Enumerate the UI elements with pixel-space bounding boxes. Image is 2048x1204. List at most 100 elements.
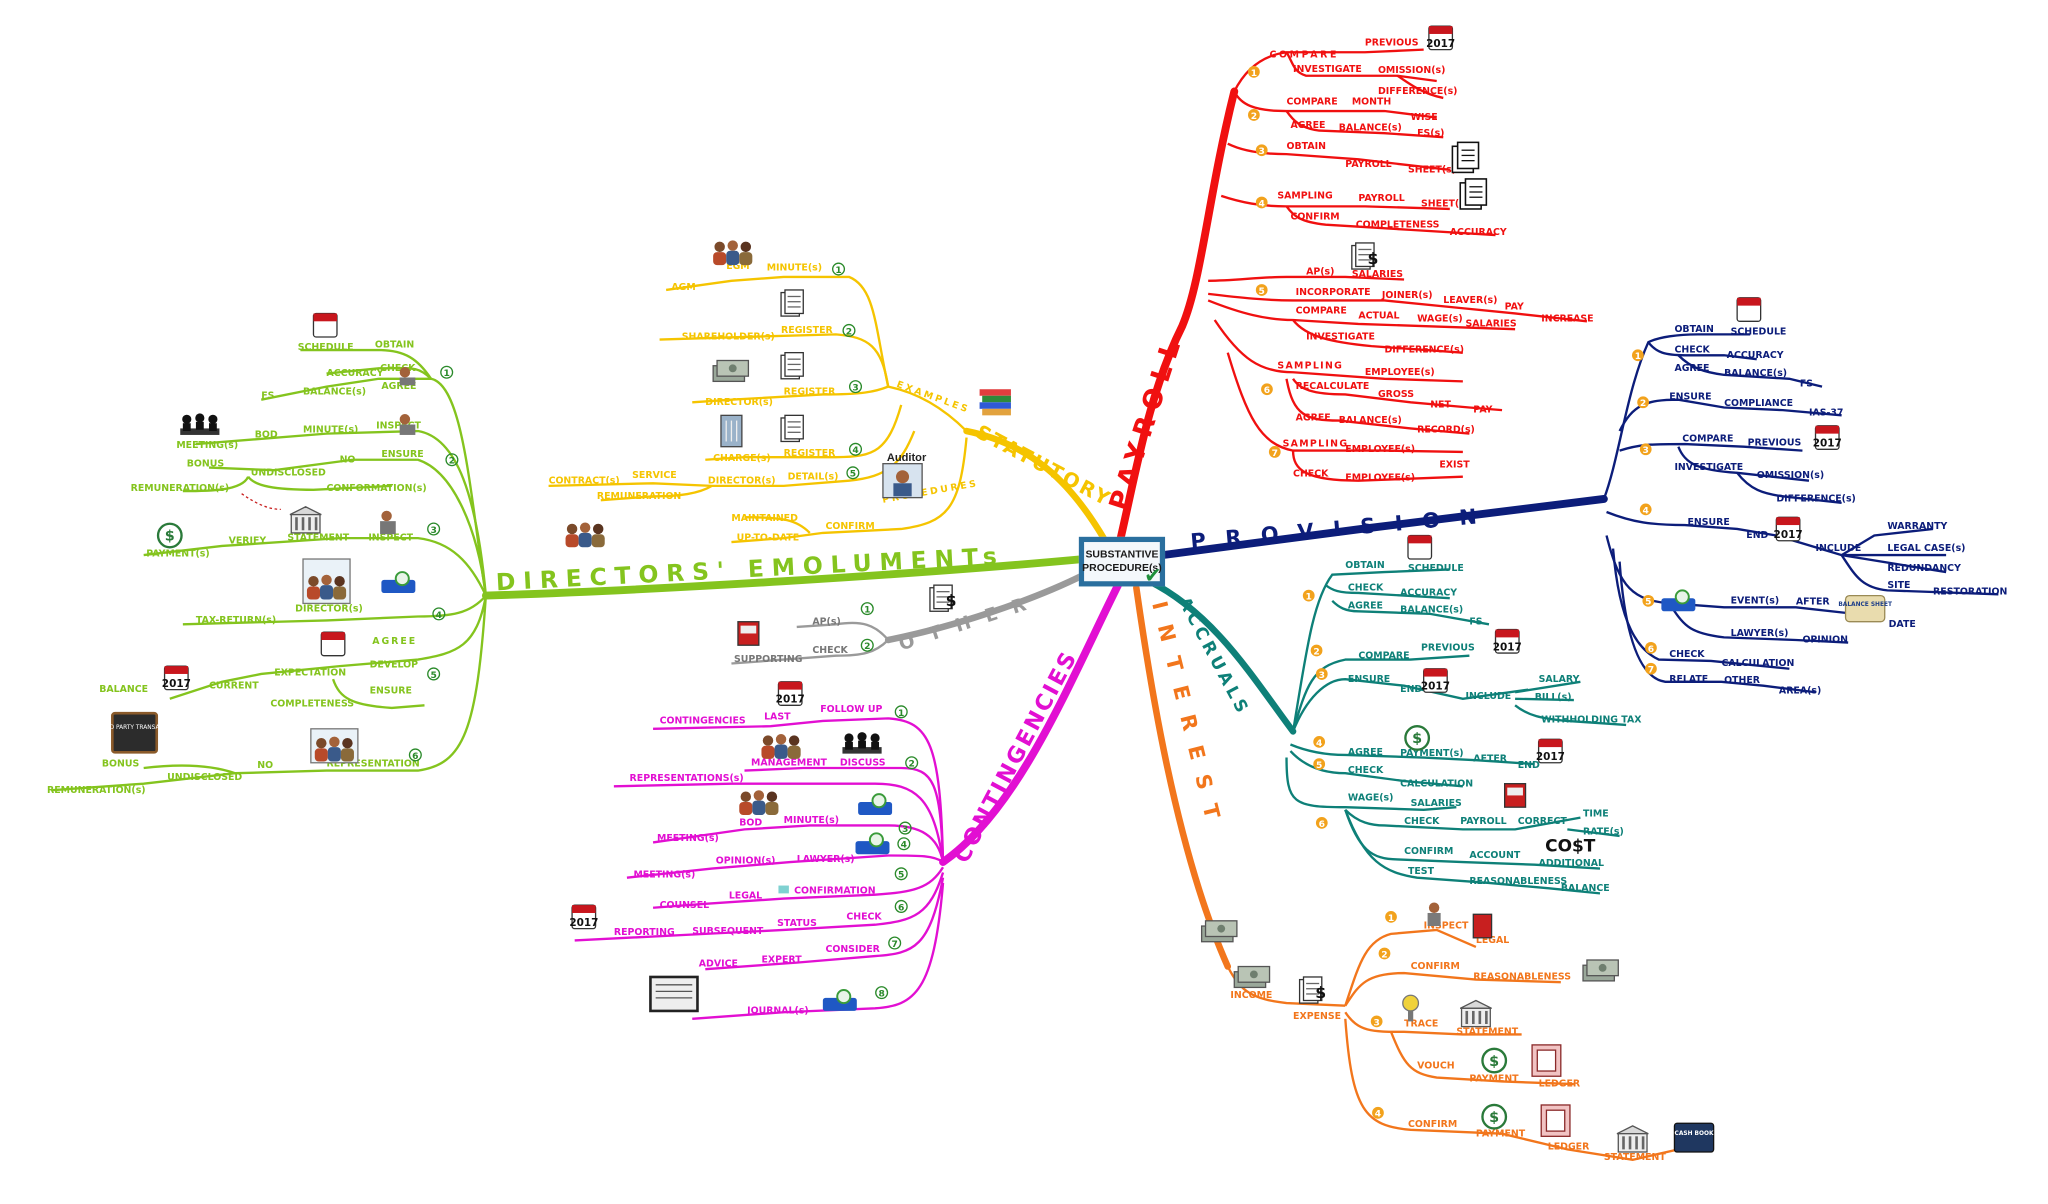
label: CONFIRMATION (794, 885, 876, 896)
label: GROSS (1378, 389, 1414, 400)
step-number: 3 (1643, 446, 1649, 456)
calendar-year: 2017 (569, 917, 598, 929)
central-topic-line2: PROCEDURE(s) (1082, 561, 1162, 574)
payroll-title: PAYROLL (1104, 330, 1189, 514)
label: RECORD(s) (1417, 424, 1475, 435)
accruals-numbers: 1 2 3 4 5 6 (1302, 589, 1328, 830)
label: REPRESENTATION (327, 759, 420, 770)
label: ENSURE (1669, 392, 1711, 403)
dollar-document-icon: $ (929, 584, 957, 612)
label: EVENT(s) (1731, 595, 1780, 606)
statutory-icons: Auditor (712, 240, 1011, 499)
label: SHEET(s) (1421, 198, 1469, 209)
label: OMISSION(s) (1378, 65, 1445, 76)
step-number: 2 (1381, 950, 1387, 960)
label: BALANCE(s) (1339, 123, 1402, 134)
label: SERVICE (632, 470, 676, 481)
review-icon (854, 832, 891, 856)
auditor-icon (882, 463, 923, 499)
label: REMUNERATION(s) (131, 483, 230, 494)
contingencies-labels: CONTINGENCIES LAST FOLLOW UP MANAGEMENT … (614, 704, 886, 1017)
step-number: 2 (449, 457, 455, 467)
statutory-subbranches (548, 275, 968, 544)
label: RECALCULATE (1296, 381, 1370, 392)
checkmark-icon: ✔ (1144, 562, 1162, 588)
label: REASONABLENESS (1469, 876, 1567, 887)
label: CALCULATION (1400, 778, 1473, 789)
payroll-machine-icon (1503, 783, 1527, 808)
balance-sheet-icon: BALANCE SHEET (1838, 594, 1892, 623)
label: TRACE (1404, 1019, 1438, 1030)
statutory-numbers: 1 2 3 4 5 (831, 262, 863, 480)
label: AFTER (1796, 597, 1831, 608)
label: PAY (1505, 302, 1524, 313)
label: DEVELOP (370, 659, 419, 670)
other-subbranches (731, 621, 890, 665)
label: SCHEDULE (1731, 326, 1787, 337)
label: END (1746, 530, 1768, 541)
related-party-board-icon: RELATED PARTY TRANSACTIONS (88, 711, 182, 754)
step-number: 4 (901, 841, 907, 851)
label: COMPARE (1296, 305, 1347, 316)
interest-labels: INCOME EXPENSE INSPECT LEGAL CONFIRM REA… (1230, 921, 1666, 1163)
register-document-icon (780, 289, 804, 317)
label: UP-TO-DATE (737, 533, 799, 544)
label: AGREE (1348, 601, 1383, 612)
register-document-icon (780, 414, 804, 443)
label: BOD (255, 430, 278, 441)
interest-numbers: 1 2 3 4 (1370, 911, 1397, 1120)
statutory-branch (963, 427, 1107, 542)
label: INCOME (1230, 990, 1272, 1001)
label: DIFFERENCE(s) (1378, 86, 1458, 97)
label: MANAGEMENT (751, 757, 827, 768)
label: SALARIES (1352, 269, 1403, 280)
step-number: 1 (1251, 69, 1257, 79)
label: ACCURACY (1727, 350, 1784, 361)
label: CHARGE(s) (713, 453, 771, 464)
calendar-year: 2017 (1813, 438, 1842, 450)
label: LEGAL (1476, 935, 1509, 946)
label: VOUCH (1417, 1060, 1454, 1071)
step-number: 6 (1648, 645, 1654, 655)
label: STATEMENT (1604, 1152, 1666, 1163)
label: PREVIOUS (1748, 437, 1802, 448)
label: FS (261, 390, 274, 401)
meeting-table-icon (180, 413, 220, 435)
cash-icon (1582, 959, 1619, 982)
step-number: 4 (1375, 1110, 1381, 1120)
accruals-branch (1146, 577, 1297, 735)
label: END (1518, 760, 1540, 771)
representation-meeting-icon (310, 728, 359, 764)
label: MEETING(s) (633, 870, 695, 881)
label: AREA(s) (1779, 686, 1821, 697)
label: DETAIL(s) (788, 471, 839, 482)
step-number: 4 (1643, 506, 1649, 516)
label: WISE (1411, 112, 1438, 123)
label: EGM (726, 261, 749, 272)
label: REMUNERATION(s) (47, 785, 146, 796)
label: RELATE (1669, 674, 1708, 685)
step-number: 3 (430, 526, 436, 536)
step-number: 2 (1313, 647, 1319, 657)
label: OMISSION(s) (1757, 470, 1824, 481)
bank-statement-icon (1615, 1124, 1650, 1154)
label: BALANCE(s) (1339, 415, 1402, 426)
schedule-calendar-icon (312, 312, 338, 338)
dollar-payment-icon (1481, 1047, 1508, 1074)
email-icon (778, 885, 789, 894)
step-number: 3 (852, 384, 858, 394)
step-number: 6 (1264, 386, 1270, 396)
label: AGREE (1296, 413, 1331, 424)
svg-text:$: $ (946, 591, 957, 610)
label: ACCURACY (1400, 588, 1457, 599)
label: BALANCE(s) (1724, 368, 1787, 379)
label: REDUNDANCY (1887, 563, 1961, 574)
step-number: 1 (1306, 593, 1312, 603)
cash-icon (712, 359, 750, 383)
interest-icons: $ CASH BOOK (1200, 902, 1715, 1154)
label: SAMPLING (1277, 191, 1333, 202)
step-number: 5 (430, 671, 436, 681)
label: EXPENSE (1293, 1011, 1341, 1022)
register-document-icon (780, 351, 804, 380)
label: OTHER (1724, 675, 1761, 686)
